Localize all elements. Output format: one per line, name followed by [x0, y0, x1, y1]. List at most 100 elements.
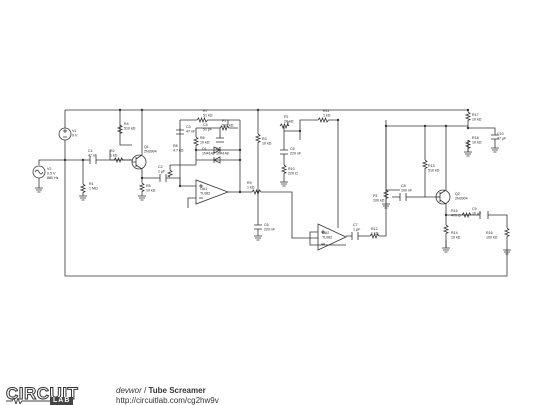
junction-dot [256, 108, 260, 112]
junction-dot [238, 190, 242, 194]
diode-symbol [213, 146, 221, 154]
potentiometer-symbol [382, 189, 400, 209]
wire-opamp1-minus [187, 197, 196, 208]
wire-r12 [380, 120, 387, 237]
circuit-name: Tube Screamer [148, 386, 206, 395]
symbols [32, 111, 511, 255]
circuit-title: devwor / Tube Screamer [116, 386, 206, 395]
capacitor-symbol [89, 156, 97, 164]
circuit-url-link[interactable]: http://circuitlab.com/cg2hw9v [116, 396, 219, 405]
junction-dot [63, 158, 67, 162]
junction-dot [118, 108, 122, 112]
junction-dot [238, 158, 242, 162]
resistor-symbol [280, 164, 288, 187]
capacitor-symbol [176, 129, 184, 135]
junction-dot [140, 108, 144, 112]
transistor-symbol [131, 154, 147, 170]
wire-q2-out [446, 214, 508, 228]
wire-p3 [385, 126, 400, 191]
junction-dot [81, 158, 85, 162]
junction-dot [466, 126, 470, 130]
wire-r9-out [262, 191, 318, 239]
waveform-icon [6, 398, 50, 404]
title-separator: / [141, 386, 149, 395]
capacitor-symbol [280, 149, 288, 160]
resistor-symbol [110, 156, 132, 164]
capacitor-symbol [351, 232, 359, 240]
wire-r11 [330, 119, 339, 228]
resistor-symbol [369, 232, 380, 240]
footer-bar [0, 380, 540, 405]
resistor-symbol [251, 188, 262, 196]
resistor-symbol [421, 159, 429, 175]
resistor-symbol [116, 124, 124, 134]
resistor-symbol [317, 116, 330, 124]
resistor-symbol [464, 139, 472, 157]
capacitor-symbol [159, 174, 167, 182]
resistor-symbol [461, 211, 472, 219]
junction-dot [238, 148, 242, 152]
battery-symbol [58, 127, 72, 141]
wire-r4 [119, 110, 132, 146]
logo-lab-badge: LAB [50, 397, 74, 405]
wire-c2-to-opamp [166, 177, 196, 187]
junction-dot [336, 118, 340, 122]
wire-v1-bottom [64, 140, 508, 277]
transistor-symbol [435, 189, 451, 205]
potentiometer-symbol [219, 120, 238, 132]
opamp-symbol [195, 179, 230, 205]
wire-v2-top [38, 159, 65, 165]
wire-fb-c4 [195, 127, 221, 138]
resistor-symbol [196, 116, 215, 124]
author-link[interactable]: devwor [116, 386, 142, 395]
resistor-symbol [503, 227, 511, 255]
ac-source-symbol [32, 165, 46, 193]
junction-dot [444, 213, 448, 217]
resistor-symbol [464, 111, 472, 122]
resistor-symbol [442, 224, 450, 253]
wire-fb-diodes [196, 149, 240, 161]
resistor-symbol [192, 136, 200, 150]
potentiometer-symbol [279, 121, 290, 131]
resistor-symbol [138, 182, 146, 201]
capacitor-symbol [491, 134, 499, 153]
